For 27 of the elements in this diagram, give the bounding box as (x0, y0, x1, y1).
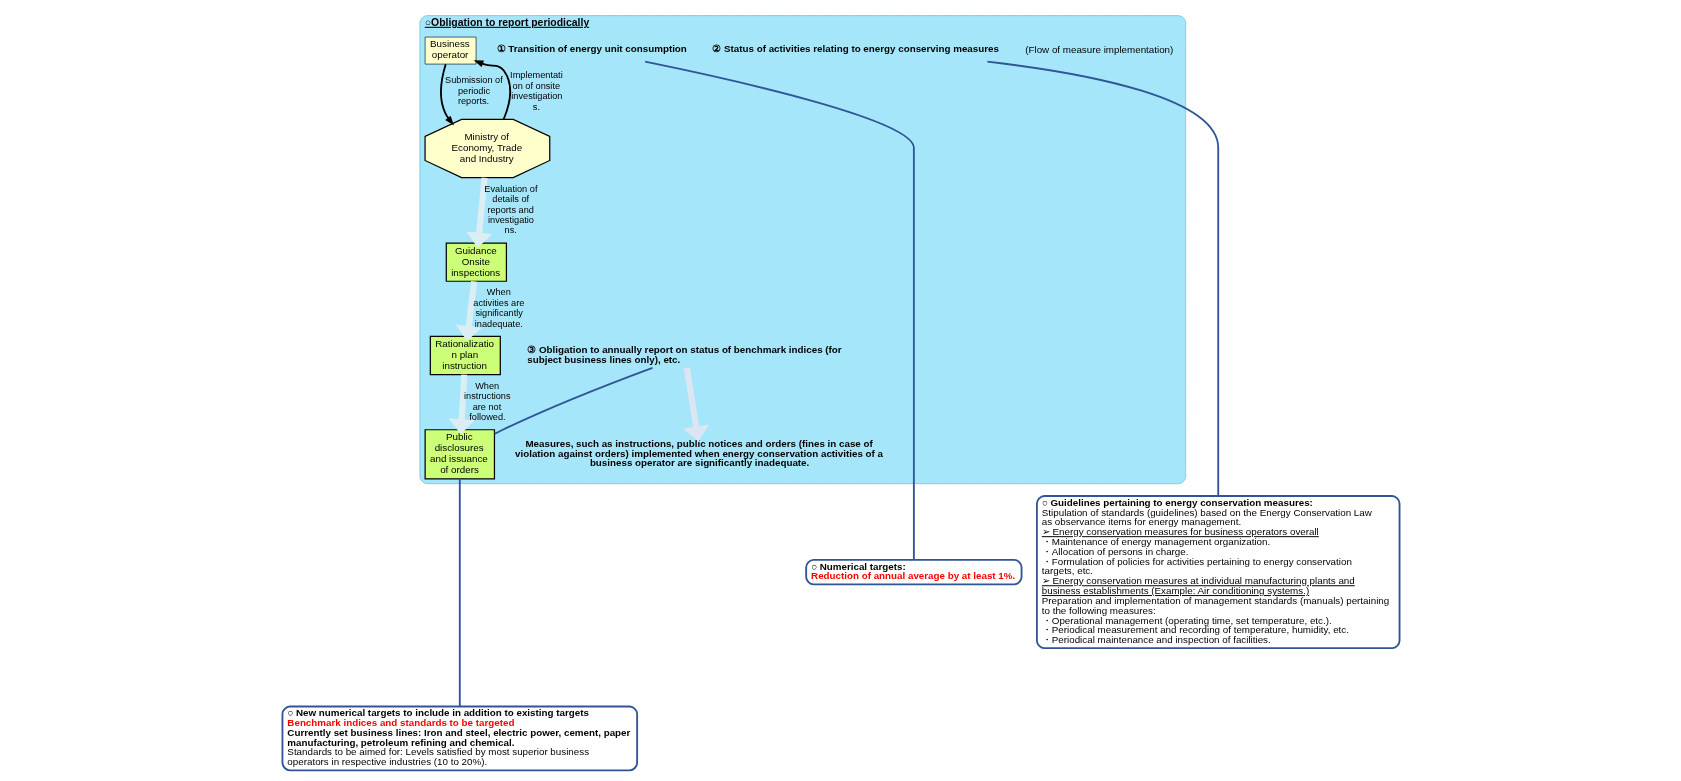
node-box: ○ Numerical targets: Reduction of annual average by at least 1%. (804, 558, 1022, 586)
edge-label: When activities are significantly inadequate. (472, 287, 524, 329)
node-box: Public disclosures and issuance of orders (424, 429, 495, 480)
arrow (682, 367, 709, 442)
edge-label: Submission of periodic reports. (444, 75, 503, 107)
arrow (473, 60, 511, 121)
node-text: ③ Obligation to annually report on status of benchmark indices (for subject business lines only), etc. (526, 343, 842, 365)
node-text: Measures, such as instructions, public notices and orders (fines in case of violation against orders) implemented when energy conservation activities of a business operator are significantly inadequate. (514, 437, 883, 469)
label: (Flow of measure implementation) (1024, 43, 1173, 55)
arrow (448, 374, 475, 435)
arrow (465, 177, 492, 248)
connector (493, 366, 653, 435)
arrow (455, 281, 482, 342)
connector (643, 60, 915, 561)
edge-label: When instructions are not followed. (463, 380, 511, 422)
node-box: ○ New numerical targets to include in addition to existing targets Benchmark indices and standards to be targeted Currently set business lines: Iron and steel, electric power, cement, paper manufacturing, petroleum refining and chemical. Standards to be aimed for: Levels satisfied by most superior business operators in respective industries (10 to 20%). (281, 705, 638, 772)
connector (458, 478, 461, 708)
node-box: Rationalization plan instruction (429, 335, 501, 376)
node-box: Business operator (424, 36, 476, 65)
connector (986, 60, 1219, 497)
node-box: Guidance Onsite inspections (445, 242, 507, 282)
edge-label: Evaluation of details of reports and investigatio ns. (483, 183, 537, 236)
node-box: ○ Guidelines pertaining to energy conservation measures: Stipulation of standards (guidelines) based on the Energy Conservation Law as observance items for energy management. ➢ Energy conservation measures for business operators overall ・Maintenance of energy management organization. ・Allocation of persons in charge. ・Formulation of policies for activities pertaining to energy conservation targets, etc. ➢ Energy conservation measures at individual manufacturing plants and business establishments (Example: Air conditioning systems.) Preparation and implementation of management standards (manuals) pertaining to the following measures: ・Operational management (operating time, set temperature, etc.). ・Periodical measurement and recording of temperature, humidity, etc. ・Periodical maintenance and inspection of facilities. (1035, 495, 1400, 650)
node-text: ② Status of activities relating to energy conserving measures (711, 43, 999, 55)
node-text: ① Transition of energy unit consumption (496, 43, 687, 55)
arrow (439, 63, 454, 126)
edge-label: Implementati on of onsite investigation s. (509, 70, 563, 112)
